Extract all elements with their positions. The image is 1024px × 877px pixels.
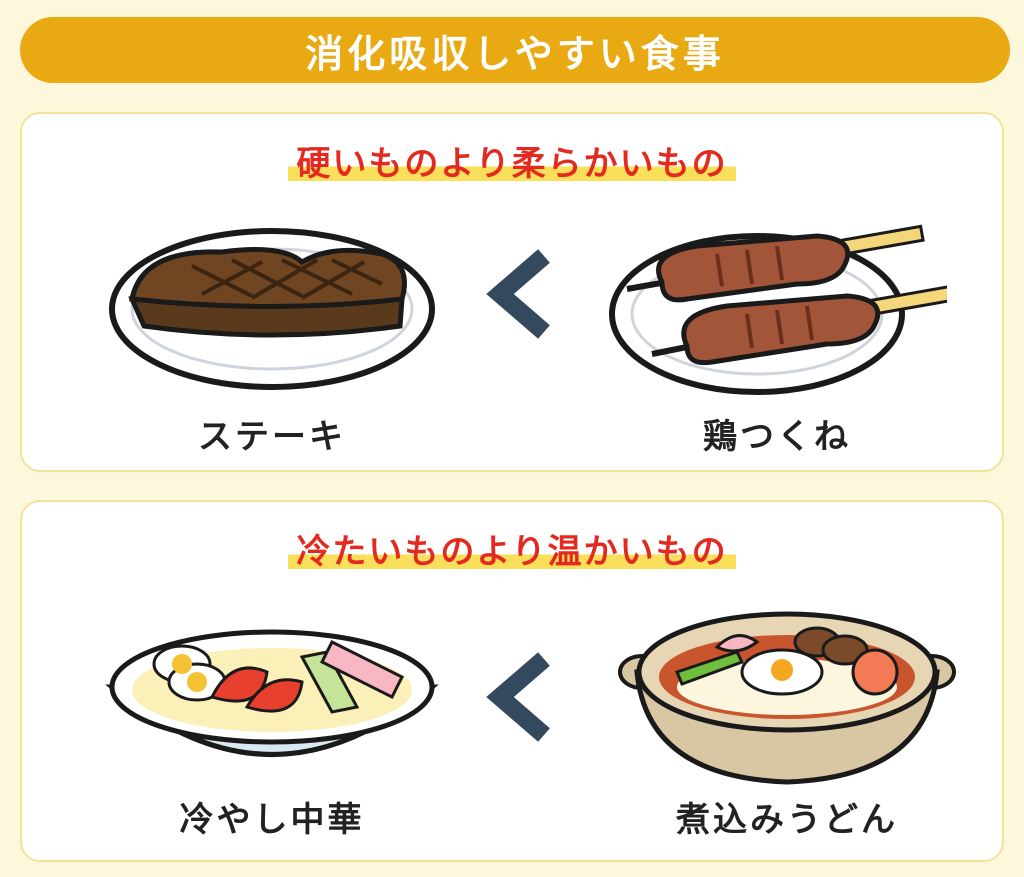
food-label-left: 冷やし中華 bbox=[179, 800, 365, 840]
title-banner: 消化吸収しやすい食事 bbox=[20, 17, 1010, 83]
section-card-temperature: 冷たいものより温かいもの 冷やし中華 煮込みうどん bbox=[20, 500, 1004, 862]
food-label-right: 鶏つくね bbox=[703, 417, 851, 457]
nikomi-udon-illustration bbox=[618, 611, 956, 785]
section-heading-text: 冷たいものより温かいもの bbox=[288, 524, 736, 573]
less-than-chevron-icon bbox=[486, 249, 550, 339]
food-label-left: ステーキ bbox=[198, 417, 346, 457]
tsukune-illustration bbox=[609, 224, 947, 395]
steak-illustration bbox=[109, 228, 435, 390]
hiyashi-chuka-illustration bbox=[105, 629, 439, 757]
section-heading: 冷たいものより温かいもの bbox=[22, 524, 1002, 573]
section-card-texture: 硬いものより柔らかいもの ステーキ bbox=[20, 112, 1004, 472]
section-heading-text: 硬いものより柔らかいもの bbox=[288, 136, 736, 185]
page-title: 消化吸収しやすい食事 bbox=[305, 31, 725, 76]
section-heading: 硬いものより柔らかいもの bbox=[22, 136, 1002, 185]
food-label-right: 煮込みうどん bbox=[676, 800, 898, 840]
less-than-chevron-icon bbox=[486, 652, 550, 742]
